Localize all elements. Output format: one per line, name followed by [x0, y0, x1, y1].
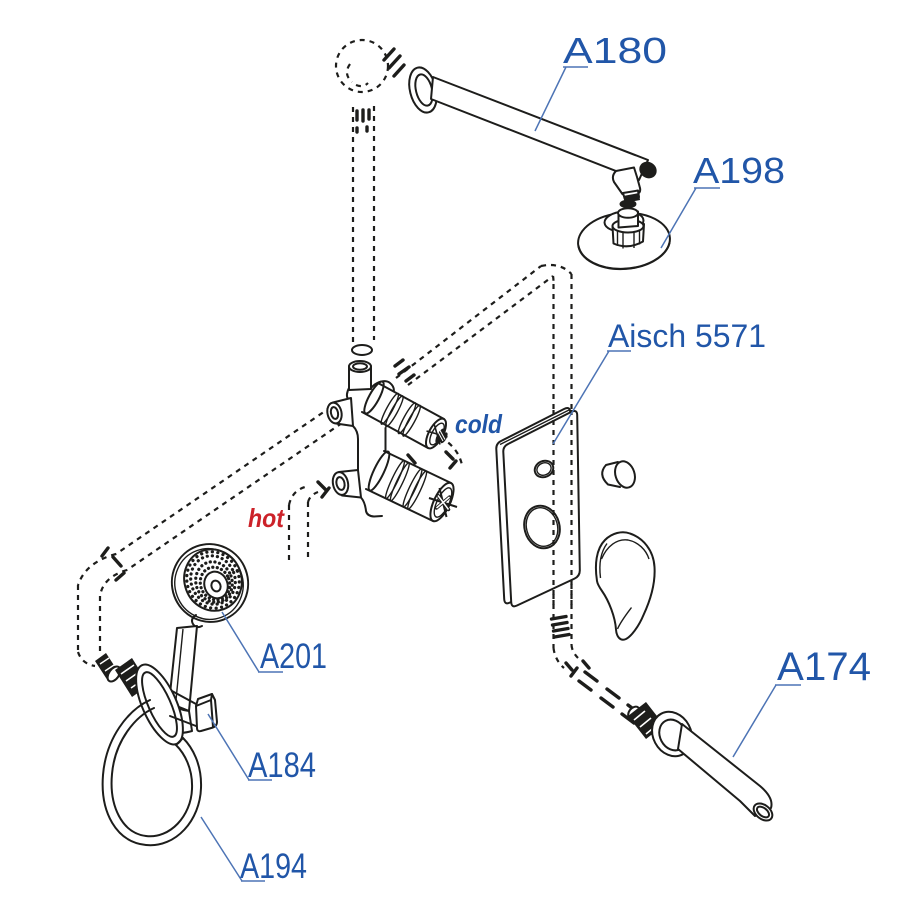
wall-bracket: [95, 653, 218, 746]
label-shower-arm: A180: [563, 30, 667, 71]
cartridge-upper: [361, 380, 448, 450]
lever-handle: [594, 531, 656, 641]
label-hot: hot: [248, 503, 285, 533]
gasket: [619, 199, 637, 209]
label-hose: A194: [240, 847, 307, 886]
shower-head: [577, 199, 671, 271]
shower-hose: [101, 699, 203, 847]
leader-lines: [200, 66, 801, 882]
leader-a174: [732, 684, 801, 758]
leader-a201: [221, 611, 283, 673]
label-cold: cold: [455, 409, 503, 439]
leader-a198: [660, 187, 720, 249]
label-spout: A174: [777, 645, 871, 689]
shower-arm: [408, 66, 657, 203]
label-bracket: A184: [248, 746, 316, 785]
labels: A180 A198 Aisch 5571 A174 A201 A184 A194…: [240, 30, 871, 886]
leader-a184: [207, 713, 272, 781]
leader-a180: [534, 66, 588, 132]
o-ring: [351, 344, 373, 356]
diverter-knob: [601, 460, 636, 489]
hand-shower: [163, 543, 250, 734]
leader-a194: [200, 816, 265, 882]
ceiling-mount-dashed: [334, 38, 406, 94]
hose-outlet-pipe-dashed: [76, 406, 343, 668]
label-hand-shower: A201: [260, 637, 327, 676]
label-shower-head: A198: [693, 150, 785, 191]
trim-plate: [495, 407, 581, 608]
mixer-valve: [326, 344, 458, 523]
leader-aisch: [552, 350, 631, 445]
riser-pipe-dashed: [351, 106, 376, 345]
hot-pipe-dashed: [287, 480, 331, 565]
cartridge-lower: [365, 450, 458, 523]
spout: [627, 702, 774, 822]
label-trim-plate: Aisch 5571: [608, 318, 766, 354]
plate-hole-large: [523, 504, 561, 550]
